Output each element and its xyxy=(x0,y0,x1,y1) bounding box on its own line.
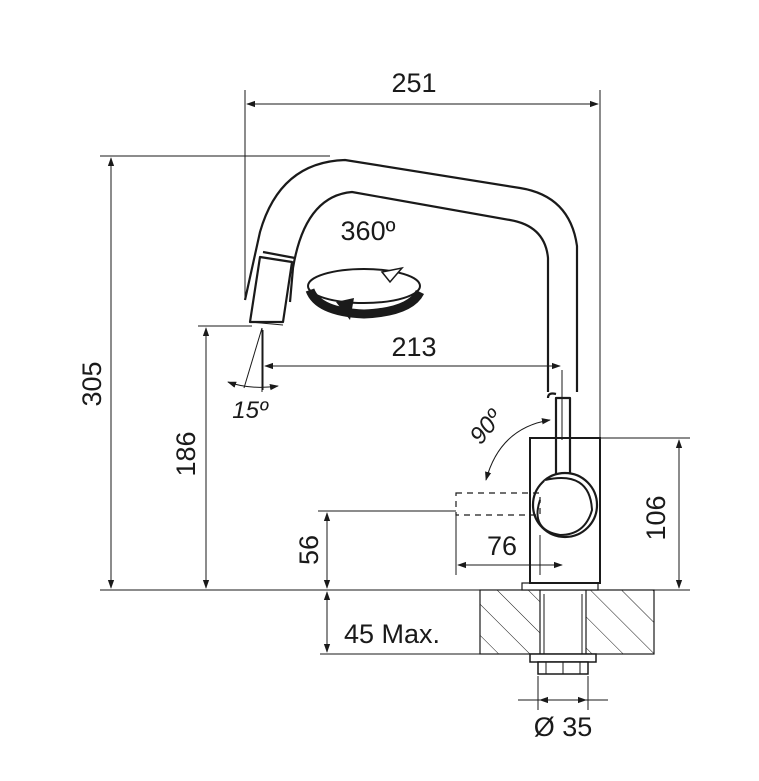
dimension-213: 213 xyxy=(262,330,563,440)
spray-angle: 15º xyxy=(227,327,279,424)
countertop-section xyxy=(479,582,655,655)
dimension-76: 76 xyxy=(455,515,563,575)
dim-label-186: 186 xyxy=(171,431,201,476)
lever-angle-label: 90º xyxy=(465,404,509,449)
dim-label-251: 251 xyxy=(391,68,436,98)
mounting-nut xyxy=(529,653,597,675)
dimension-56: 56 xyxy=(294,510,456,589)
dim-label-213: 213 xyxy=(391,332,436,362)
rotation-label: 360º xyxy=(341,216,396,246)
spray-angle-label: 15º xyxy=(232,397,269,424)
dim-label-76: 76 xyxy=(487,531,517,561)
dimension-106: 106 xyxy=(600,437,690,591)
dimension-251: 251 xyxy=(244,68,601,438)
dimension-45-max: 45 Max. xyxy=(320,591,480,655)
dim-label-106: 106 xyxy=(641,495,671,540)
dim-label-305: 305 xyxy=(77,361,107,406)
dimension-186: 186 xyxy=(171,325,252,589)
rotation-arrow-icon: 360º xyxy=(305,216,425,320)
dim-label-diameter-35: Ø 35 xyxy=(534,712,593,742)
dimension-diameter-35: Ø 35 xyxy=(518,676,608,742)
dimension-305: 305 xyxy=(77,155,480,591)
dim-label-56: 56 xyxy=(294,535,324,565)
dim-label-45-max: 45 Max. xyxy=(344,619,440,649)
faucet-body xyxy=(243,158,601,584)
